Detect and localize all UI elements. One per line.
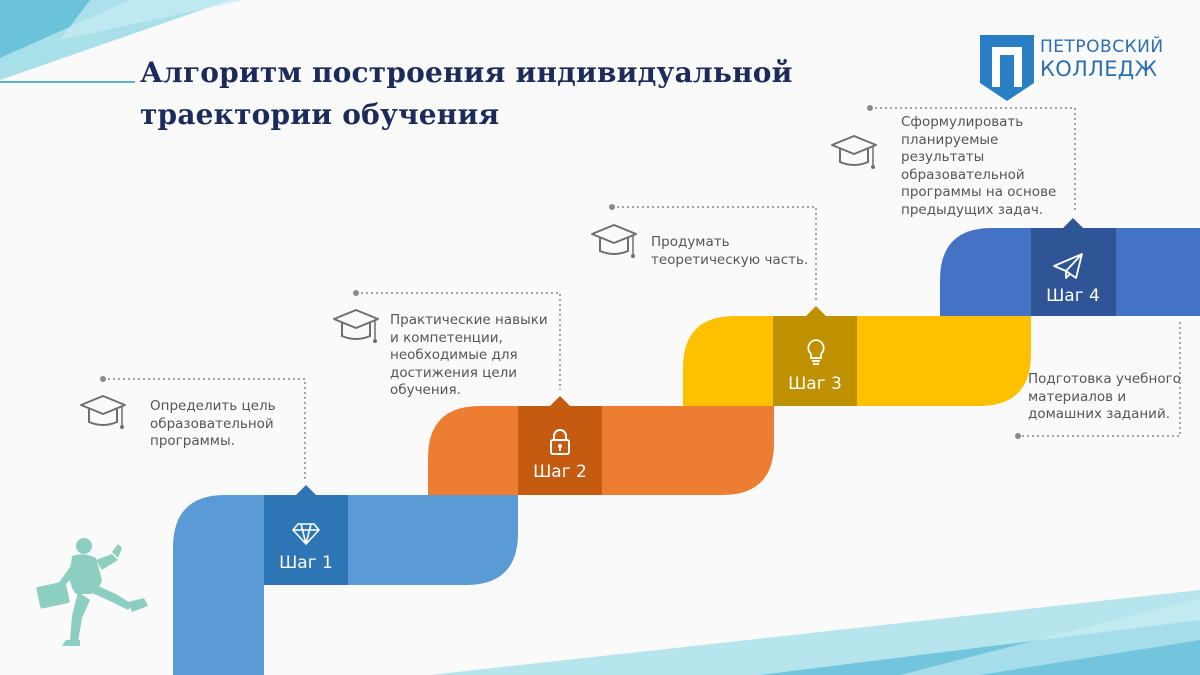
description-line: Подготовка учебного (1028, 371, 1181, 387)
step-1-description: Определить цель образовательной программ… (150, 398, 276, 451)
step-2-description: Практические навыки и компетенции, необх… (390, 312, 548, 400)
description-line: предыдущих задач. (901, 201, 1044, 218)
description-line: теоретическую часть. (651, 251, 809, 268)
college-name-line2: КОЛЛЕДЖ (1040, 57, 1158, 81)
step-1-block (264, 495, 348, 585)
lightbulb-icon (807, 339, 825, 365)
step-4-block (1031, 228, 1116, 316)
description-line: результаты (901, 149, 985, 165)
step-3-label: Шаг 3 (788, 374, 842, 394)
diamond-icon (292, 523, 320, 545)
step-4-description: Сформулировать планируемые результаты об… (901, 114, 1056, 219)
description-line: образовательной (901, 166, 1025, 183)
description-line: Практические навыки (390, 312, 548, 328)
paper-plane-icon (1053, 253, 1083, 279)
college-emblem-icon (980, 35, 1034, 101)
description-line: Продумать (651, 234, 730, 250)
step-3-description: Продумать теоретическую часть. (651, 234, 808, 269)
running-businessman-figure (36, 538, 148, 646)
description-line: обучения. (390, 382, 461, 398)
description-line: планируемые (901, 131, 999, 148)
graduation-cap-icon (80, 395, 126, 429)
college-name-line1: ПЕТРОВСКИЙ (1040, 37, 1164, 57)
college-name: ПЕТРОВСКИЙ КОЛЛЕДЖ (1040, 37, 1164, 81)
description-line: и компетенции, (390, 329, 503, 346)
description-line: Определить цель (150, 398, 276, 414)
lock-icon (550, 429, 570, 455)
description-line: материалов и (1028, 388, 1127, 405)
graduation-cap-icon (831, 135, 877, 169)
description-line: домашних заданий. (1028, 406, 1171, 422)
description-line: достижения цели (390, 364, 518, 381)
step-2-label: Шаг 2 (533, 462, 587, 482)
description-line: необходимые для (390, 347, 518, 363)
step-4-label: Шаг 4 (1046, 286, 1100, 306)
description-line: образовательной (150, 415, 274, 432)
description-line: Сформулировать (901, 114, 1024, 130)
page-title: Алгоритм построения индивидуальной траек… (140, 56, 793, 131)
description-line: программы. (150, 433, 235, 449)
step-1-label: Шаг 1 (279, 553, 333, 573)
college-logo: ПЕТРОВСКИЙ КОЛЛЕДЖ (978, 33, 1178, 103)
graduation-cap-icon (333, 309, 379, 343)
description-line: программы на основе (901, 184, 1057, 200)
final-note: Подготовка учебного материалов и домашни… (1028, 371, 1181, 424)
graduation-cap-icon (591, 224, 637, 258)
